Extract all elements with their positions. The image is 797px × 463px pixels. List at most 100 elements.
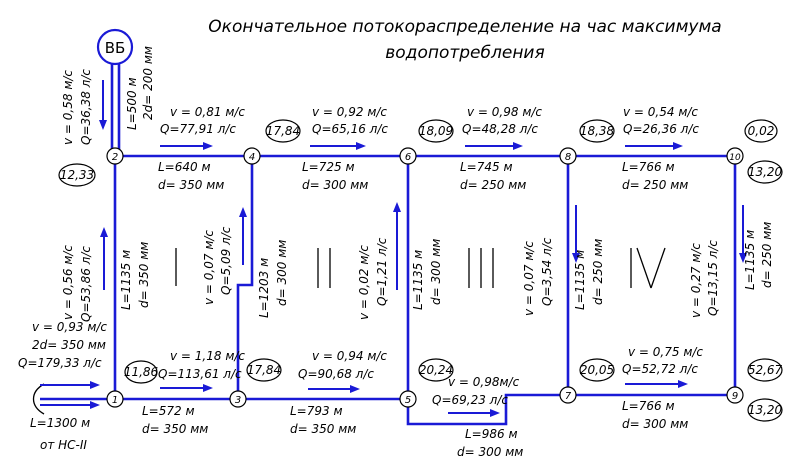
node-3-id: 3 xyxy=(235,395,241,406)
node-10-demand2: 13,20 xyxy=(748,165,783,179)
node-5-demand: 20,24 xyxy=(419,363,453,377)
node-10-demand2-badge xyxy=(747,160,783,184)
arrow-icon xyxy=(625,380,688,388)
node-4-demand: 17,84 xyxy=(266,124,300,138)
arrow-icon xyxy=(160,142,213,150)
node-1-id: 1 xyxy=(112,395,118,406)
node-3-demand: 17,84 xyxy=(247,363,281,377)
arrow-icon xyxy=(739,205,747,263)
node-8-marker xyxy=(559,147,577,165)
nodes: 1 2 3 4 5 6 7 8 9 10 xyxy=(106,147,744,408)
inlet-source: от НС-II xyxy=(40,438,87,452)
node-8-id: 8 xyxy=(565,152,571,163)
node-9-demand2: 13,20 xyxy=(748,403,783,417)
node-8-demand: 18,38 xyxy=(580,124,615,138)
pipe-9-10-diameter: d= 250 мм xyxy=(760,222,774,288)
arrow-icon xyxy=(310,142,366,150)
pipe-4-6-diameter: d= 300 мм xyxy=(302,178,368,192)
title-line-2: водопотребления xyxy=(385,43,544,63)
node-10-id: 10 xyxy=(729,153,741,163)
node-10-demand-badge xyxy=(744,119,778,143)
pipe-5-7-flow: Q=69,23 л/с xyxy=(432,393,508,407)
arrow-icon xyxy=(625,142,683,150)
arrow-icon xyxy=(99,80,107,130)
pipe-6-8-diameter: d= 250 мм xyxy=(460,178,526,192)
node-demands: 11,86 12,33 17,84 17,84 20,24 18,09 20,0… xyxy=(58,119,783,422)
inlet-diameter: 2d= 350 мм xyxy=(32,338,106,352)
pipe-7-9-diameter: d= 300 мм xyxy=(622,417,688,431)
arrow-icon xyxy=(572,205,580,263)
pipe-5-7 xyxy=(406,393,568,426)
pipe-1-2-diameter: d= 350 мм xyxy=(137,242,151,308)
pipe-7-8-diameter: d= 250 мм xyxy=(591,239,605,305)
arrow-icon xyxy=(100,227,108,290)
node-1-demand-badge xyxy=(124,360,158,384)
pipe-7-9-velocity: v = 0,75 м/с xyxy=(628,345,703,359)
pipe-2-4-diameter: d= 350 мм xyxy=(158,178,224,192)
node-7-demand-badge xyxy=(579,358,615,382)
node-5-marker xyxy=(399,390,417,408)
node-2-marker xyxy=(106,147,124,165)
title-line-1: Окончательное потокораспределение на час… xyxy=(208,17,721,37)
node-10-demand: 0,02 xyxy=(748,124,775,138)
pipe-8-10-flow: Q=26,36 л/с xyxy=(623,122,699,136)
ring-label-III xyxy=(468,248,494,288)
pipe-9-10-flow: Q=13,15 л/с xyxy=(706,240,720,316)
pipe-7-9-length: L=766 м xyxy=(622,399,675,413)
pipe-3-5-diameter: d= 350 мм xyxy=(290,422,356,436)
pipe-1-2-flow: Q=53,86 л/с xyxy=(79,246,93,322)
inlet-length: L=1300 м xyxy=(30,416,90,430)
pipe-1-3-diameter: d= 350 мм xyxy=(142,422,208,436)
pipe-5-7-length: L=986 м xyxy=(465,427,518,441)
arrow-icon xyxy=(239,207,247,265)
pipe-4-6-flow: Q=65,16 л/с xyxy=(312,122,388,136)
pipe-9-10-length: L=1135 м xyxy=(743,230,757,290)
pipe-5-6-length: L=1135 м xyxy=(411,250,425,310)
node-6-id: 6 xyxy=(405,152,411,163)
pipe-3-5-length: L=793 м xyxy=(290,404,343,418)
inlet-velocity: v = 0,93 м/с xyxy=(32,320,107,334)
node-9-demand2-badge xyxy=(747,398,783,422)
riser-diameter: 2d= 200 мм xyxy=(141,46,155,120)
node-2-id: 2 xyxy=(112,152,118,163)
pipe-3-4-length: L=1203 м xyxy=(257,258,271,318)
riser-length: L=500 м xyxy=(125,77,139,130)
arrow-icon xyxy=(465,142,523,150)
pipe-6-8-flow: Q=48,28 л/с xyxy=(462,122,538,136)
pipe-3-4-diameter: d= 300 мм xyxy=(275,240,289,306)
riser-velocity: v = 0,58 м/с xyxy=(61,70,75,145)
node-6-marker xyxy=(399,147,417,165)
node-8-demand-badge xyxy=(579,119,615,143)
arrow-icon xyxy=(40,381,100,389)
node-7-marker xyxy=(559,386,577,404)
pipes xyxy=(40,64,737,426)
pipe-7-8-velocity: v = 0,07 м/с xyxy=(522,241,536,316)
pipe-2-4-flow: Q=77,91 л/с xyxy=(160,122,236,136)
arrow-icon xyxy=(160,384,213,392)
flow-arrows xyxy=(40,80,747,417)
node-4-id: 4 xyxy=(249,152,255,163)
node-2-demand: 12,33 xyxy=(60,168,94,182)
pipe-7-9-flow: Q=52,72 л/с xyxy=(622,362,698,376)
pipe-5-6-flow: Q=1,21 л/с xyxy=(375,237,389,306)
water-tower-icon xyxy=(96,28,134,66)
pipe-3-4-flow: Q=5,09 л/с xyxy=(219,226,233,295)
node-9-demand-badge xyxy=(747,358,783,382)
source-label: ВБ xyxy=(105,39,126,57)
node-1-demand: 11,86 xyxy=(124,365,159,379)
pipe-4-6-velocity: v = 0,92 м/с xyxy=(312,105,387,119)
pipe-1-3-length: L=572 м xyxy=(142,404,195,418)
pipe-6-8-velocity: v = 0,98 м/с xyxy=(467,105,542,119)
node-3-demand-badge xyxy=(246,358,282,382)
pipe-1-2-length: L=1135 м xyxy=(119,250,133,310)
pipe-7-8-length: L=1135 м xyxy=(573,250,587,310)
node-9-demand: 52,67 xyxy=(748,363,783,377)
node-3-marker xyxy=(229,390,247,408)
pipe-2-4-length: L=640 м xyxy=(158,160,211,174)
arrow-icon xyxy=(448,409,500,417)
pipe-5-6-velocity: v = 0,02 м/с xyxy=(357,245,371,320)
node-5-id: 5 xyxy=(405,395,411,406)
inlet-flow: Q=179,33 л/с xyxy=(18,356,102,370)
pipe-9-10-velocity: v = 0,27 м/с xyxy=(689,243,703,318)
node-4-demand-badge xyxy=(265,119,301,143)
